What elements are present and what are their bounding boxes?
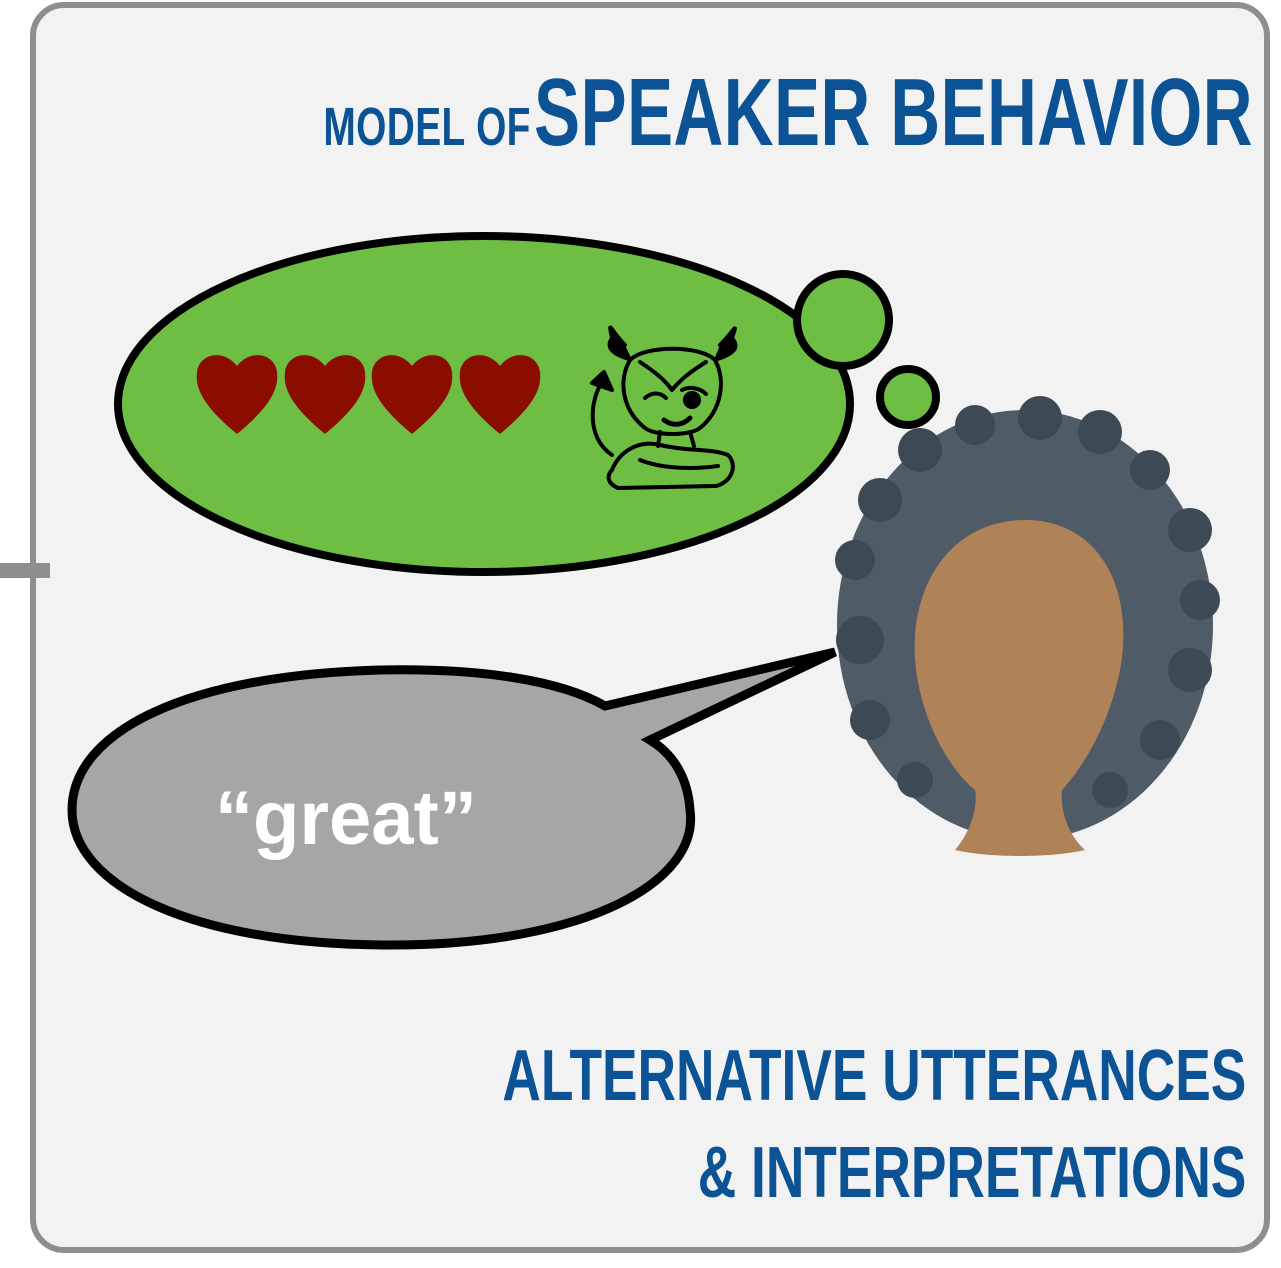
heart-icon bbox=[196, 355, 278, 434]
thought-dot-small bbox=[876, 365, 940, 429]
heart-icon bbox=[371, 355, 453, 434]
rating-hearts bbox=[196, 355, 541, 434]
thought-dot-large bbox=[793, 270, 893, 370]
footer-line-2: & interpretations bbox=[697, 1133, 1246, 1213]
heart-icon bbox=[459, 355, 541, 434]
slide-title: Model of Speaker Behavior bbox=[324, 65, 1253, 161]
frame-edge-marker bbox=[0, 563, 50, 578]
speech-bubble bbox=[67, 647, 837, 950]
speech-bubble-body bbox=[67, 647, 837, 950]
title-main: Speaker Behavior bbox=[534, 59, 1253, 166]
devil-girl-icon bbox=[590, 325, 738, 490]
speech-text: “great” bbox=[215, 776, 477, 861]
title-prefix: Model of bbox=[323, 97, 531, 157]
heart-icon bbox=[284, 355, 366, 434]
footer-line-1: Alternative utterances bbox=[502, 1036, 1246, 1116]
speaker-head-icon bbox=[835, 396, 1220, 856]
